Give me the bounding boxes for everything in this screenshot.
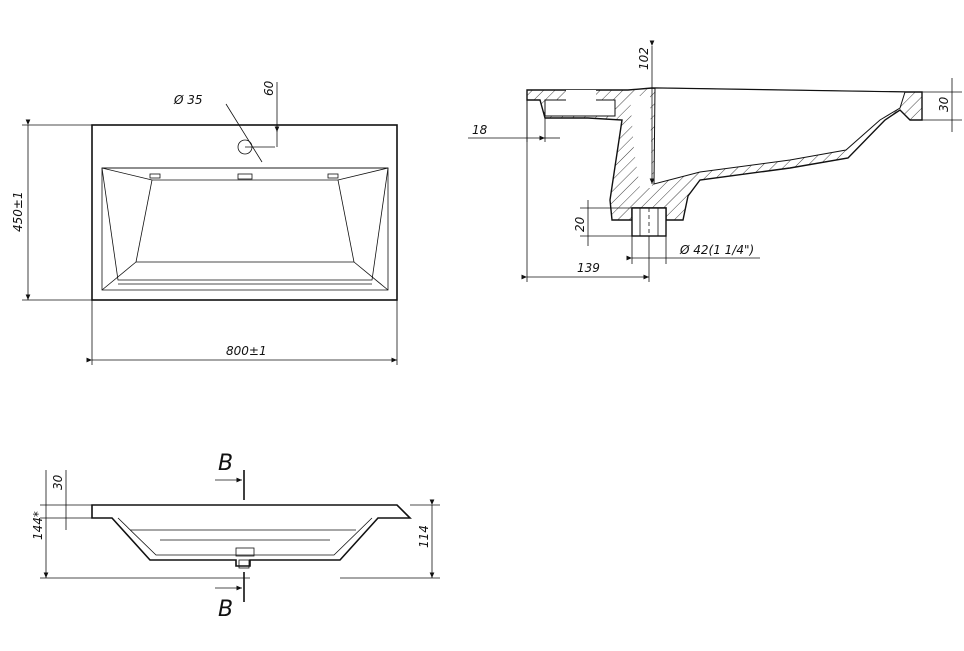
dim-depth: 102: [637, 47, 651, 70]
dim-height: 450±1: [11, 191, 25, 232]
section-label-top: B: [218, 451, 233, 476]
front-outline: [91, 504, 412, 567]
bowl-rim: [101, 167, 389, 291]
dim-hole-diameter: Ø 35: [173, 93, 203, 107]
dim-rim: 30: [937, 96, 951, 112]
dim-bowl-height: 114: [417, 525, 431, 548]
section-label-bottom: B: [218, 597, 233, 622]
dim-drain-height: 20: [573, 216, 587, 232]
dim-total-height: 144*: [31, 511, 45, 540]
dim-drain-offset: 139: [577, 261, 600, 275]
top-view: Ø 35 60 450±1 800±1: [11, 80, 398, 365]
dim-lip: 18: [472, 123, 488, 137]
front-view: B B 30 144* 114: [31, 451, 440, 622]
dim-front-rim: 30: [51, 474, 65, 490]
bowl-bottom: [135, 179, 355, 263]
bowl-wall: [101, 167, 389, 281]
section-view: 102 30 18 20 Ø 42(1 1/4") 139: [468, 40, 962, 282]
dim-drain-diameter: Ø 42(1 1/4"): [679, 243, 754, 257]
dim-width: 800±1: [226, 344, 267, 358]
dim-hole-offset: 60: [262, 80, 276, 96]
basin-outline: [91, 124, 398, 301]
